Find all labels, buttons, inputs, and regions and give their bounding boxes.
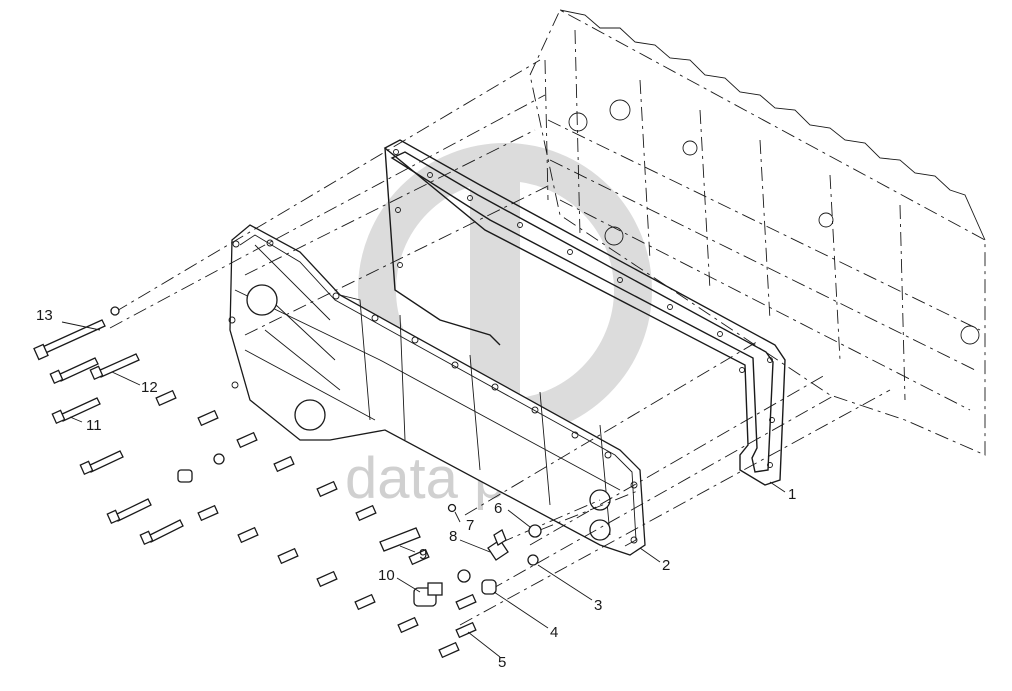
callout-5: 5 <box>498 654 506 671</box>
o-ring-7 <box>447 503 457 513</box>
assembly-lines <box>109 59 891 626</box>
callout-6: 6 <box>494 500 502 517</box>
washer-13 <box>110 306 120 316</box>
long-bolt-13 <box>33 319 106 361</box>
leader-lines <box>61 321 786 658</box>
bolt-upper <box>49 357 99 385</box>
gasket-bolt-holes <box>393 149 775 468</box>
fitting-8 <box>487 529 509 561</box>
callout-labels: 1 2 3 4 5 6 7 8 9 10 11 12 13 <box>36 307 796 671</box>
callout-4: 4 <box>550 624 558 641</box>
engine-block <box>529 9 986 456</box>
washer-8 <box>457 569 471 583</box>
bolt-12 <box>89 353 140 381</box>
bolt-mid <box>79 450 124 476</box>
seal-ring-6 <box>528 524 542 538</box>
plug-10 <box>413 582 443 607</box>
plug-4 <box>481 579 497 595</box>
stud-9 <box>379 527 421 552</box>
short-bolts <box>155 389 477 659</box>
callout-3: 3 <box>594 597 602 614</box>
bolt-11 <box>51 397 101 425</box>
cover-bolt-bosses <box>228 239 638 544</box>
callout-1: 1 <box>788 486 796 503</box>
callout-7: 7 <box>466 517 474 534</box>
callout-9: 9 <box>419 546 427 563</box>
cover <box>228 224 646 556</box>
callout-12: 12 <box>141 379 158 396</box>
callout-8: 8 <box>449 528 457 545</box>
callout-10: 10 <box>378 567 395 584</box>
callout-11: 11 <box>86 417 102 434</box>
fasteners <box>33 306 542 659</box>
callout-2: 2 <box>662 557 670 574</box>
callout-13: 13 <box>36 307 53 324</box>
bolt-long-a <box>106 498 152 525</box>
seal-ring-3 <box>527 554 539 566</box>
bolt-long-b <box>139 519 184 546</box>
gasket <box>383 139 786 486</box>
plug-3 <box>177 453 225 483</box>
